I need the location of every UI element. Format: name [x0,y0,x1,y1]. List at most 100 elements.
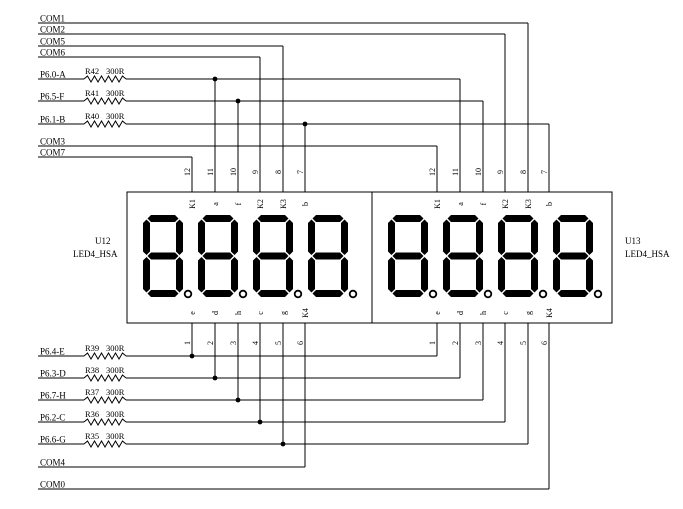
resistor-r41 [83,97,127,105]
component-ref: U13 [625,236,641,246]
net-p6-7-h: P6.7-H R37 300R [38,323,484,404]
segment-d [447,290,479,297]
junction-dot [302,121,308,127]
pin-name: c [256,311,265,315]
junction-dot [235,98,241,104]
pin-number: 12 [428,168,437,176]
resistor-ref: R36 [85,409,99,419]
digit-1 [143,215,193,299]
decimal-point [538,289,548,299]
net-label-com6: COM6 [40,48,66,58]
junction-dot [212,375,218,381]
pin-3: h3 [229,311,243,345]
net-label-com4: COM4 [40,458,66,468]
segment-b [421,219,428,255]
segment-f [553,219,560,255]
pin-number: 10 [229,168,238,176]
digit-4 [308,215,358,299]
segment-c [586,257,593,293]
net-com3: COM3 [38,137,438,192]
resistor-value: 300R [106,365,125,375]
component-part: LED4_HSA [73,249,118,259]
digit-2 [443,215,493,299]
pin-number: 9 [496,170,505,174]
resistor-value: 300R [106,431,125,441]
segment-f [443,219,450,255]
pin-number: 7 [540,170,549,174]
pin-name: K3 [524,199,533,209]
segment-a [502,215,534,222]
resistor-r36 [83,418,127,426]
resistor-ref: R41 [85,88,99,98]
segment-d [392,290,424,297]
segment-f [143,219,150,255]
resistor-ref: R35 [85,431,99,441]
resistor-ref: R39 [85,343,99,353]
pin-number: 3 [474,341,483,345]
pin-number: 11 [451,168,460,176]
pin-3: h3 [474,311,488,345]
digit-2 [198,215,248,299]
segment-b [341,219,348,255]
pin-name: K4 [545,308,554,318]
display-u13: 12K111a10f9K28K37be1d2h3c4g5K46U13LED4_H… [371,168,670,345]
net-label-p6-7-h: P6.7-H [40,391,66,401]
decimal-point [293,289,303,299]
component-ref: U12 [95,236,111,246]
segment-e [143,257,150,293]
segment-b [176,219,183,255]
resistor-ref: R37 [85,387,99,397]
decimal-point [483,289,493,299]
net-label-p6-0-a: P6.0-A [40,70,66,80]
segment-a [147,215,179,222]
segment-b [586,219,593,255]
net-com0: COM0 [38,323,550,490]
segment-a [257,215,289,222]
pin-name: g [524,311,533,315]
pin-number: 5 [519,341,528,345]
pin-name: f [234,202,243,205]
pin-number: 2 [451,341,460,345]
segment-c [176,257,183,293]
segment-d [312,290,344,297]
net-label-p6-5-f: P6.5-F [40,92,64,102]
resistor-r35 [83,440,127,448]
junction-dot [189,353,195,359]
net-label-com3: COM3 [40,137,66,147]
resistor-value: 300R [106,343,125,353]
resistor-r39 [83,352,127,360]
displays: 12K111a10f9K28K37be1d2h3c4g5K46U12LED4_H… [73,168,670,345]
segment-e [443,257,450,293]
segment-d [257,290,289,297]
pin-name: e [188,311,197,315]
pin-number: 3 [229,341,238,345]
segment-f [498,219,505,255]
pin-number: 6 [540,341,549,345]
segment-e [553,257,560,293]
pin-name: K1 [188,199,197,209]
segment-g [147,252,179,260]
net-label-p6-3-d: P6.3-D [40,369,66,379]
segment-e [308,257,315,293]
pin-name: h [479,311,488,315]
resistor-ref: R42 [85,66,99,76]
decimal-point [348,289,358,299]
segment-d [202,290,234,297]
net-label-com1: COM1 [40,14,65,24]
net-label-p6-6-g: P6.6-G [40,435,66,445]
pin-6: K46 [296,308,310,345]
segment-c [476,257,483,293]
pin-number: 4 [251,341,260,345]
segment-a [447,215,479,222]
pin-name: K2 [256,199,265,209]
pin-6: K4 6 [540,308,554,345]
display-body [371,191,613,324]
net-label-com5: COM5 [40,37,66,47]
net-com6: COM6 [38,48,261,192]
segment-c [286,257,293,293]
pin-number: 7 [296,170,305,174]
